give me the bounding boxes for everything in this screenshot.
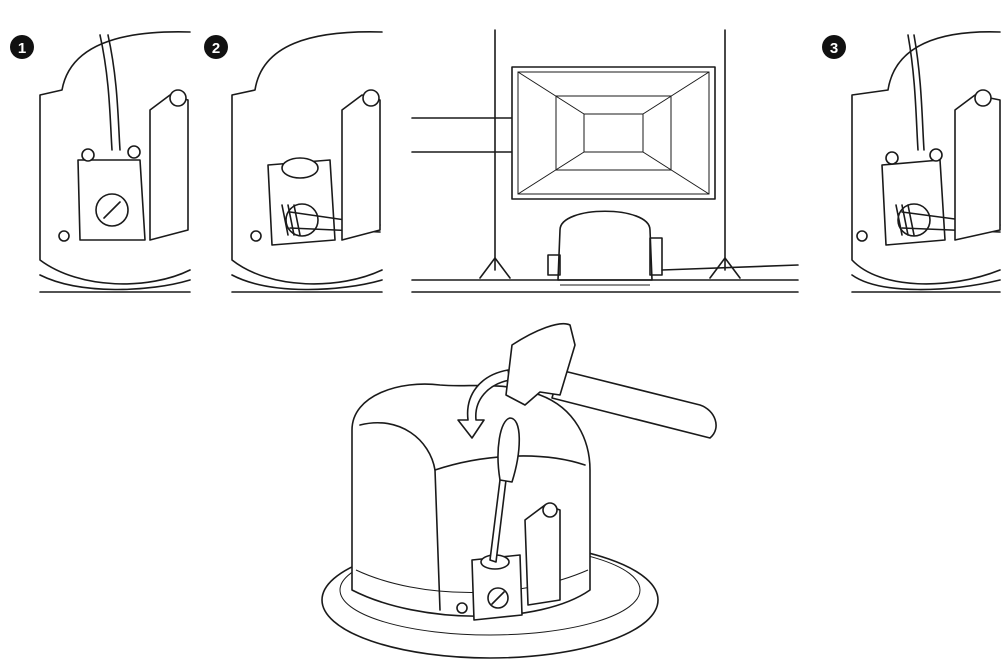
step-1-badge: 1 <box>10 35 34 59</box>
speaker-knockout-illustration <box>321 322 717 659</box>
hammer-head <box>505 322 576 406</box>
ceiling-cross-section <box>411 29 799 293</box>
step-2-panel <box>231 31 383 293</box>
step-2-badge: 2 <box>204 35 228 59</box>
hammer-handle <box>551 369 717 439</box>
step-number: 2 <box>212 40 220 57</box>
step-3-panel <box>851 31 1001 293</box>
curved-arrow-icon <box>457 369 511 439</box>
step-number: 1 <box>18 40 26 57</box>
step-number: 3 <box>830 40 838 57</box>
step-1-panel <box>39 31 191 293</box>
step-3-badge: 3 <box>822 35 846 59</box>
